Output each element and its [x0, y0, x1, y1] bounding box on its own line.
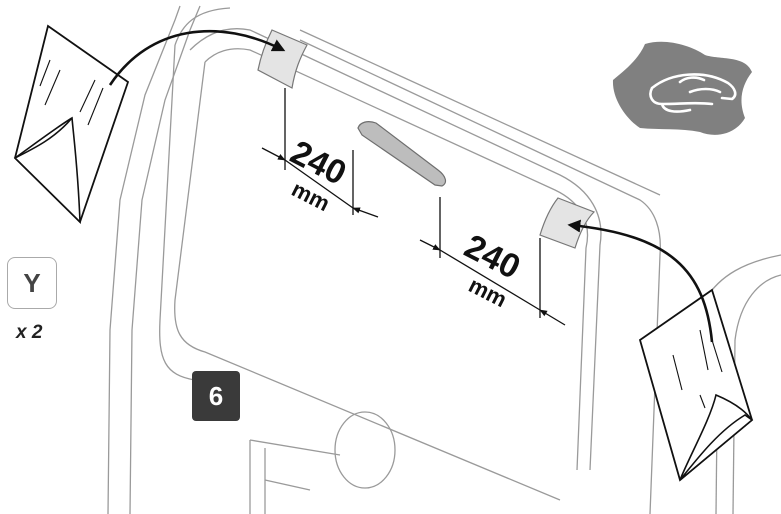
part-label-badge: Y — [7, 257, 57, 309]
curved-arrow-icon — [567, 219, 714, 343]
handle — [357, 121, 447, 187]
tape-strip-right — [539, 197, 596, 249]
quantity-label: x 2 — [16, 322, 43, 343]
dimension-value-right: 240 — [458, 227, 526, 287]
dimension-left — [261, 88, 379, 218]
hand-wiping-icon — [612, 41, 752, 135]
tape-strip-left — [257, 29, 308, 89]
step-number-badge: 6 — [192, 371, 240, 421]
dimension-right — [419, 197, 566, 326]
adhesive-pad-icon — [13, 24, 130, 224]
adhesive-pad-icon — [638, 288, 754, 482]
curved-arrow-icon — [108, 29, 286, 86]
